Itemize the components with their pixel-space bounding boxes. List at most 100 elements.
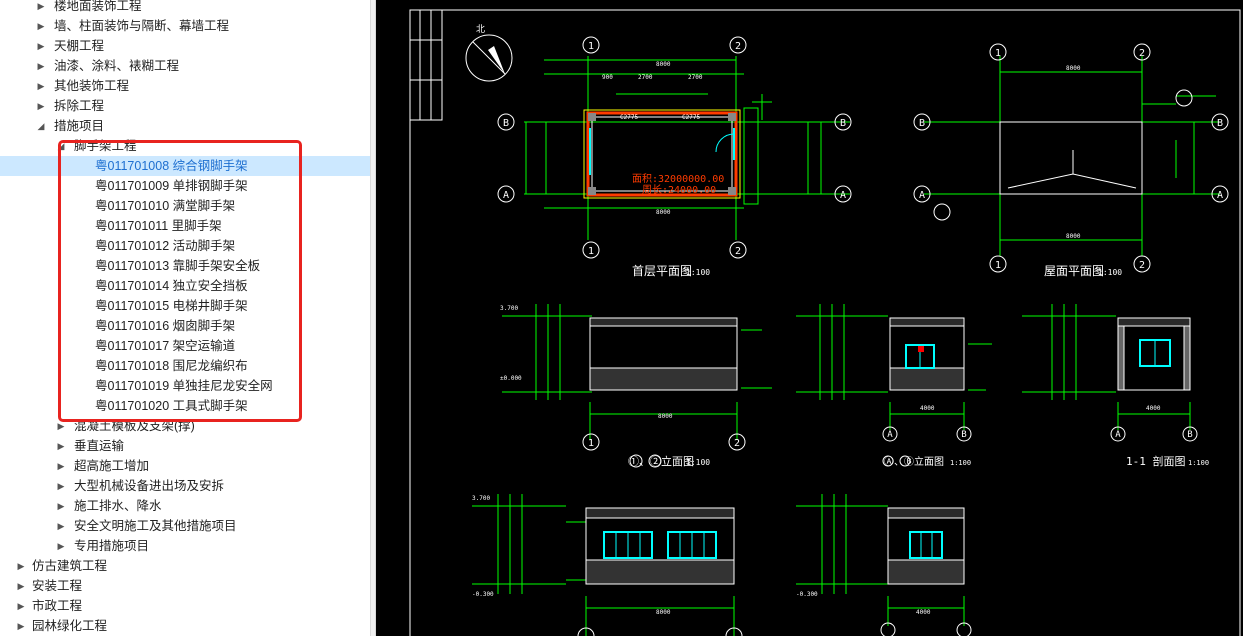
grid-bubbles-ground xyxy=(497,36,852,259)
svg-text:A: A xyxy=(887,430,893,440)
foundation-hatch xyxy=(589,367,738,391)
area-annotation: 面积:32000000.00 xyxy=(632,173,724,185)
svg-text:B: B xyxy=(503,118,509,129)
tree-node[interactable]: ▶油漆、涂料、裱糊工程 xyxy=(0,56,370,76)
tree-item-label: 粤011701011 里脚手架 xyxy=(95,219,222,233)
tree-node[interactable]: ▶楼地面装饰工程 xyxy=(0,0,370,16)
expand-arrow-icon[interactable]: ▶ xyxy=(57,481,65,491)
tree-item-label: 措施项目 xyxy=(54,119,105,133)
tree-node[interactable]: ▶ 天棚工程 xyxy=(0,36,370,56)
expand-arrow-icon[interactable]: ▶ xyxy=(37,81,45,91)
elevation-bottom-left xyxy=(472,494,735,636)
elevation-bottom-right xyxy=(796,494,965,626)
svg-text:900: 900 xyxy=(602,74,613,81)
expand-arrow-icon[interactable]: ▶ xyxy=(57,541,65,551)
tree-node[interactable]: ▶安装工程 xyxy=(0,576,370,596)
svg-text:1: 1 xyxy=(995,48,1001,59)
collapse-arrow-icon[interactable]: ◢ xyxy=(37,121,45,131)
svg-text:8000: 8000 xyxy=(656,209,671,216)
tree-leaf-item[interactable]: 粤011701013 靠脚手架安全板 xyxy=(0,256,370,276)
tree-node[interactable]: ▶ 施工排水、降水 xyxy=(0,496,370,516)
tree-node[interactable]: ▶垂直运输 xyxy=(0,436,370,456)
tree-node[interactable]: ▶专用措施项目 xyxy=(0,536,370,556)
tree-node[interactable]: ◢ 措施项目 xyxy=(0,116,370,136)
svg-text:1: 1 xyxy=(588,438,594,449)
expand-arrow-icon[interactable]: ▶ xyxy=(57,441,65,451)
tree-leaf-item[interactable]: 粤011701012 活动脚手架 xyxy=(0,236,370,256)
tree-leaf-item[interactable]: 粤011701017 架空运输道 xyxy=(0,336,370,356)
tree-item-label: 园林绿化工程 xyxy=(32,619,108,633)
pane-splitter[interactable] xyxy=(370,0,376,636)
tree-leaf-item[interactable]: 粤011701011 里脚手架 xyxy=(0,216,370,236)
tree-node[interactable]: ▶其他装饰工程 xyxy=(0,76,370,96)
tree-item-label: 粤011701020 工具式脚手架 xyxy=(95,399,248,413)
collapse-arrow-icon[interactable]: ◢ xyxy=(57,141,65,151)
tree-node[interactable]: ▶ 墙、柱面装饰与隔断、幕墙工程 xyxy=(0,16,370,36)
tree-item-label: 混凝土模板及支架(撑) xyxy=(74,419,195,433)
tree-node[interactable]: ▶大型机械设备进出场及安拆 xyxy=(0,476,370,496)
tree-leaf-item[interactable]: 粤011701009 单排钢脚手架 xyxy=(0,176,370,196)
expand-arrow-icon[interactable]: ▶ xyxy=(37,21,45,31)
tree-item-label: 脚手架工程 xyxy=(74,139,137,153)
expand-arrow-icon[interactable]: ▶ xyxy=(17,561,25,571)
svg-text:-0.300: -0.300 xyxy=(472,591,494,598)
tree-leaf-item[interactable]: 粤011701014 独立安全挡板 xyxy=(0,276,370,296)
cad-viewport[interactable]: 北 面积:32000000.00 周长:24000.00 C2775 C2775… xyxy=(376,0,1243,636)
svg-text:1: 1 xyxy=(588,246,594,257)
project-tree: ▶楼地面装饰工程▶墙、柱面装饰与隔断、幕墙工程▶天棚工程▶油漆、涂料、裱糊工程▶… xyxy=(0,0,370,636)
north-label: 北 xyxy=(476,24,485,35)
tree-item-label: 仿古建筑工程 xyxy=(32,559,108,573)
tree-item-label: 天棚工程 xyxy=(54,39,105,53)
drawing-frame xyxy=(409,9,1241,636)
expand-arrow-icon[interactable]: ▶ xyxy=(57,461,65,471)
tree-node[interactable]: ▶ 超高施工增加 xyxy=(0,456,370,476)
tree-item-label: 粤011701012 活动脚手架 xyxy=(95,239,236,253)
svg-text:-0.300: -0.300 xyxy=(796,591,818,598)
svg-text:8000: 8000 xyxy=(656,61,671,68)
tree-leaf-item[interactable]: 粤011701010 满堂脚手架 xyxy=(0,196,370,216)
tree-node[interactable]: ▶ 混凝土模板及支架(撑) xyxy=(0,416,370,436)
svg-text:B: B xyxy=(840,118,846,129)
svg-text:A: A xyxy=(1217,190,1223,201)
svg-text:1: 1 xyxy=(588,41,594,52)
tree-item-label: 粤011701009 单排钢脚手架 xyxy=(95,179,248,193)
expand-arrow-icon[interactable]: ▶ xyxy=(57,501,65,511)
expand-arrow-icon[interactable]: ▶ xyxy=(57,521,65,531)
expand-arrow-icon[interactable]: ▶ xyxy=(17,601,25,611)
grid-bubbles-roof xyxy=(913,43,1229,273)
svg-text:3.700: 3.700 xyxy=(472,495,490,502)
expand-arrow-icon[interactable]: ▶ xyxy=(37,101,45,111)
tree-item-label: 施工排水、降水 xyxy=(74,499,162,513)
expand-arrow-icon[interactable]: ▶ xyxy=(37,41,45,51)
cad-drawing-canvas[interactable]: 北 面积:32000000.00 周长:24000.00 C2775 C2775… xyxy=(376,0,1243,636)
tree-node[interactable]: ▶ 园林绿化工程 xyxy=(0,616,370,636)
tree-item-label: 超高施工增加 xyxy=(74,459,150,473)
tree-leaf-item[interactable]: 粤011701018 围尼龙编织布 xyxy=(0,356,370,376)
tree-item-label: 粤011701008 综合钢脚手架 xyxy=(95,159,248,173)
tree-leaf-item[interactable]: 粤011701015 电梯井脚手架 xyxy=(0,296,370,316)
svg-text:8000: 8000 xyxy=(1066,233,1081,240)
bottom-left-windows xyxy=(603,531,717,559)
tree-item-label: 墙、柱面装饰与隔断、幕墙工程 xyxy=(54,19,230,33)
svg-text:B: B xyxy=(1187,430,1192,440)
tree-leaf-item[interactable]: 粤011701008 综合钢脚手架 xyxy=(0,156,370,176)
tree-node[interactable]: ◢ 脚手架工程 xyxy=(0,136,370,156)
tree-leaf-item[interactable]: 粤011701019 单独挂尼龙安全网 xyxy=(0,376,370,396)
svg-text:B: B xyxy=(919,118,925,129)
expand-arrow-icon[interactable]: ▶ xyxy=(17,581,25,591)
tree-leaf-item[interactable]: 粤011701020 工具式脚手架 xyxy=(0,396,370,416)
svg-text:A: A xyxy=(1115,430,1121,440)
tree-node[interactable]: ▶安全文明施工及其他措施项目 xyxy=(0,516,370,536)
tree-leaf-item[interactable]: 粤011701016 烟囱脚手架 xyxy=(0,316,370,336)
svg-text:A: A xyxy=(840,190,846,201)
svg-text:8000: 8000 xyxy=(1066,65,1081,72)
tree-node[interactable]: ▶ 仿古建筑工程 xyxy=(0,556,370,576)
expand-arrow-icon[interactable]: ▶ xyxy=(37,1,45,11)
expand-arrow-icon[interactable]: ▶ xyxy=(17,621,25,631)
tree-node[interactable]: ▶市政工程 xyxy=(0,596,370,616)
tree-node[interactable]: ▶拆除工程 xyxy=(0,96,370,116)
tree-item-label: 粤011701019 单独挂尼龙安全网 xyxy=(95,379,273,393)
expand-arrow-icon[interactable]: ▶ xyxy=(37,61,45,71)
expand-arrow-icon[interactable]: ▶ xyxy=(57,421,65,431)
svg-text:4000: 4000 xyxy=(920,405,935,412)
